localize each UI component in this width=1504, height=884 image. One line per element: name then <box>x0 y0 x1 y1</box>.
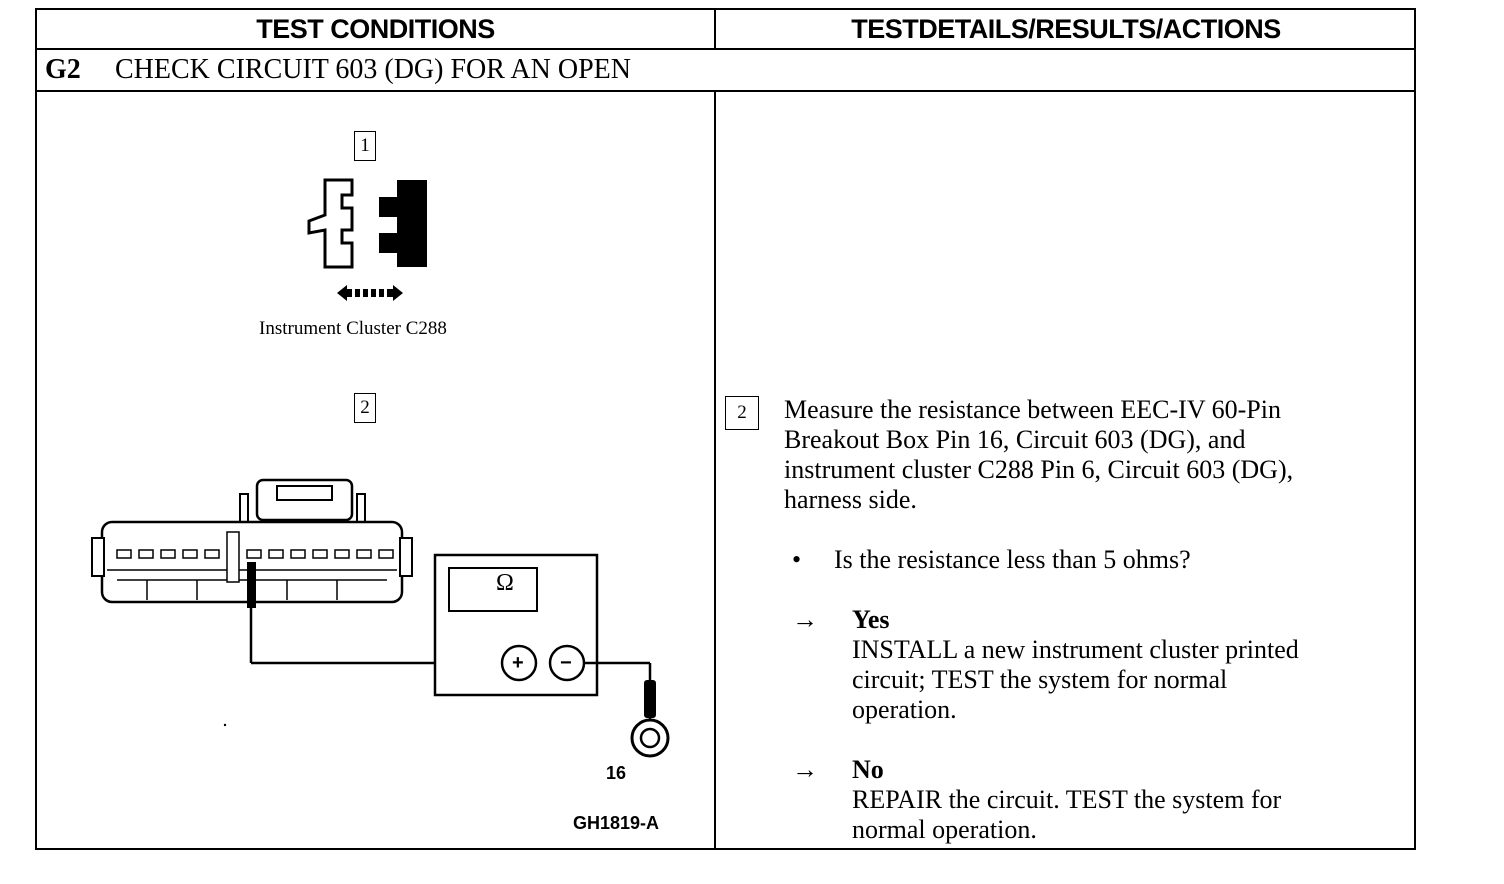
plus-terminal-label: + <box>512 652 524 674</box>
instruction-line: harness side. <box>784 485 917 514</box>
measurement-instruction: Measure the resistance between EEC-IV 60… <box>784 395 1293 515</box>
instruction-line: instrument cluster C288 Pin 6, Circuit 6… <box>784 455 1294 484</box>
connector-disconnect-diagram <box>307 178 427 301</box>
step1-number-box: 1 <box>354 131 376 161</box>
minus-terminal-label: − <box>560 652 572 674</box>
yes-label: Yes <box>852 605 890 634</box>
no-block: No REPAIR the circuit. TEST the system f… <box>852 755 1281 845</box>
ohm-symbol: Ω <box>496 570 514 596</box>
header-test-details: TESTDETAILS/RESULTS/ACTIONS <box>851 14 1281 44</box>
no-label: No <box>852 755 884 784</box>
step2-number-box-left: 2 <box>354 393 376 423</box>
no-line: normal operation. <box>852 815 1037 844</box>
header-divider <box>714 10 716 48</box>
connector-caption: Instrument Cluster C288 <box>259 318 447 339</box>
pin-number-label: 16 <box>606 763 627 783</box>
yes-arrow-icon: → <box>792 605 818 634</box>
body-divider <box>714 92 716 848</box>
header-test-conditions: TEST CONDITIONS <box>256 14 495 44</box>
header-rule <box>37 48 1414 50</box>
figure-id: GH1819-A <box>573 813 660 833</box>
step-title-row: G2 CHECK CIRCUIT 603 (DG) FOR AN OPEN <box>37 50 1414 90</box>
step2-number-box-right: 2 <box>725 396 759 430</box>
yes-line: INSTALL a new instrument cluster printed <box>852 635 1299 664</box>
yes-line: circuit; TEST the system for normal <box>852 665 1228 694</box>
test-procedure-table: TEST CONDITIONS TESTDETAILS/RESULTS/ACTI… <box>35 8 1416 850</box>
step-code: G2 <box>45 54 81 85</box>
question-bullet: • <box>792 545 802 574</box>
no-line: REPAIR the circuit. TEST the system for <box>852 785 1282 814</box>
no-arrow-icon: → <box>792 755 818 784</box>
title-rule <box>37 90 1414 92</box>
step-title: CHECK CIRCUIT 603 (DG) FOR AN OPEN <box>115 54 631 85</box>
question-text: Is the resistance less than 5 ohms? <box>834 545 1191 574</box>
yes-line: operation. <box>852 695 957 724</box>
instruction-line: Breakout Box Pin 16, Circuit 603 (DG), a… <box>784 425 1246 454</box>
instruction-line: Measure the resistance between EEC-IV 60… <box>784 395 1281 424</box>
yes-block: Yes INSTALL a new instrument cluster pri… <box>852 605 1299 725</box>
resistance-measurement-diagram <box>91 478 670 758</box>
